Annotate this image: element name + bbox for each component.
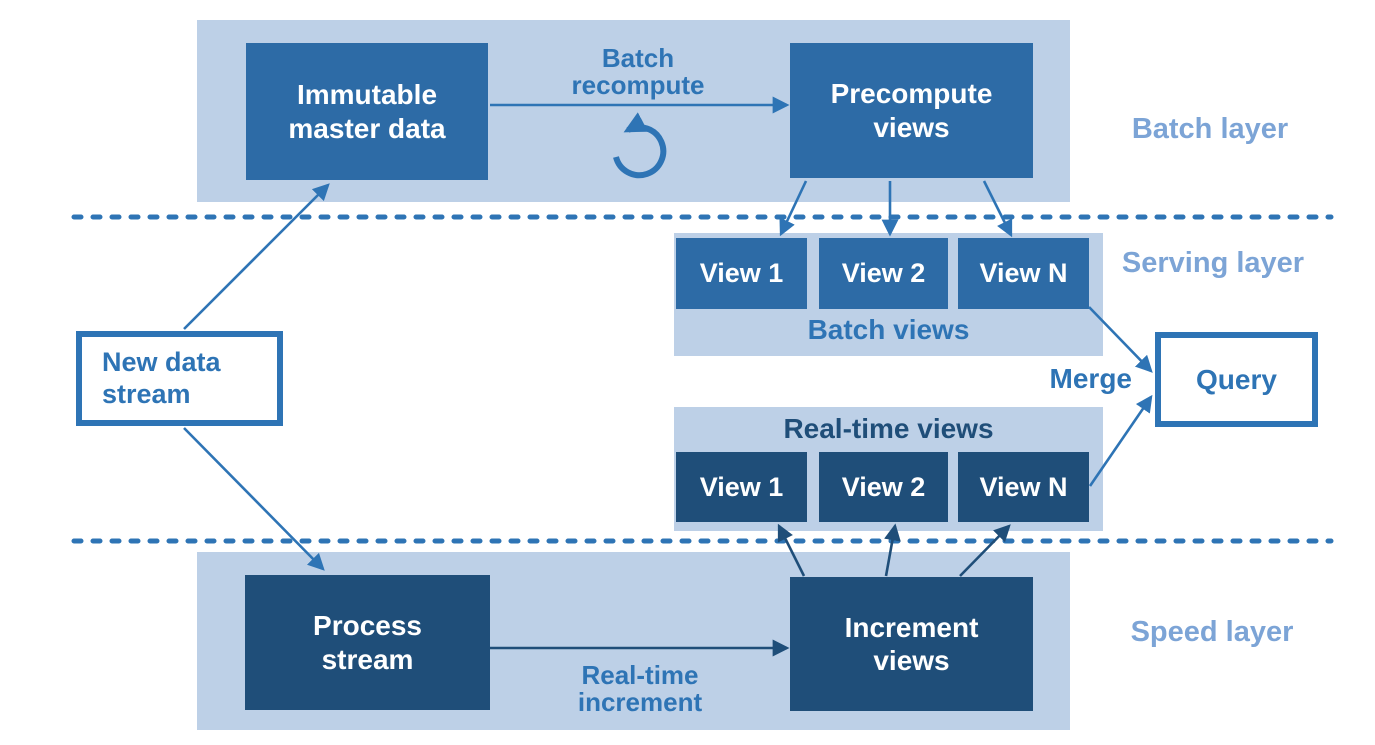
new-data-stream-label: New data stream: [102, 346, 221, 409]
batch-recompute-label: Batch recompute: [571, 43, 705, 100]
serving-layer-label: Serving layer: [1121, 247, 1305, 279]
precompute-views-node: Precompute views: [790, 43, 1033, 178]
batch-view-2-label: View 2: [841, 258, 926, 288]
new-data-stream-node: New data stream: [76, 331, 283, 426]
increment-views-node: Increment views: [790, 577, 1033, 711]
batch-view-1-box: View 1: [676, 238, 807, 309]
batch-view-n-box: View N: [958, 238, 1089, 309]
process-stream-node: Process stream: [245, 575, 490, 710]
batch-view-2-box: View 2: [819, 238, 948, 309]
realtime-views-label: Real-time views: [783, 413, 994, 444]
realtime-views-container: Real-time views View 1 View 2 View N: [674, 407, 1103, 531]
realtime-view-1-box: View 1: [676, 452, 807, 522]
realtime-view-n-box: View N: [958, 452, 1089, 522]
arrow-newdata-to-process: [183, 427, 325, 571]
batch-views-label: Batch views: [807, 314, 970, 345]
query-label: Query: [1196, 363, 1277, 395]
batch-views-container: View 1 View 2 View N Batch views: [674, 233, 1103, 356]
batch-layer-label: Batch layer: [1131, 113, 1289, 145]
batch-view-1-label: View 1: [699, 258, 784, 288]
realtime-view-1-label: View 1: [699, 471, 784, 502]
query-node: Query: [1155, 332, 1318, 427]
realtime-view-2-label: View 2: [841, 471, 926, 502]
increment-views-label: Increment views: [844, 611, 979, 676]
precompute-views-label: Precompute views: [830, 78, 993, 143]
realtime-view-n-label: View N: [979, 471, 1068, 502]
speed-layer-label: Speed layer: [1130, 616, 1294, 648]
real-time-increment-label: Real-time increment: [577, 660, 703, 717]
batch-view-n-label: View N: [979, 258, 1068, 288]
realtime-view-2-box: View 2: [819, 452, 948, 522]
arrow-newdata-to-immutable: [183, 183, 330, 330]
immutable-master-data-label: Immutable master data: [288, 79, 446, 144]
process-stream-label: Process stream: [313, 610, 422, 675]
immutable-master-data-node: Immutable master data: [246, 43, 488, 180]
merge-label: Merge: [1049, 363, 1132, 394]
